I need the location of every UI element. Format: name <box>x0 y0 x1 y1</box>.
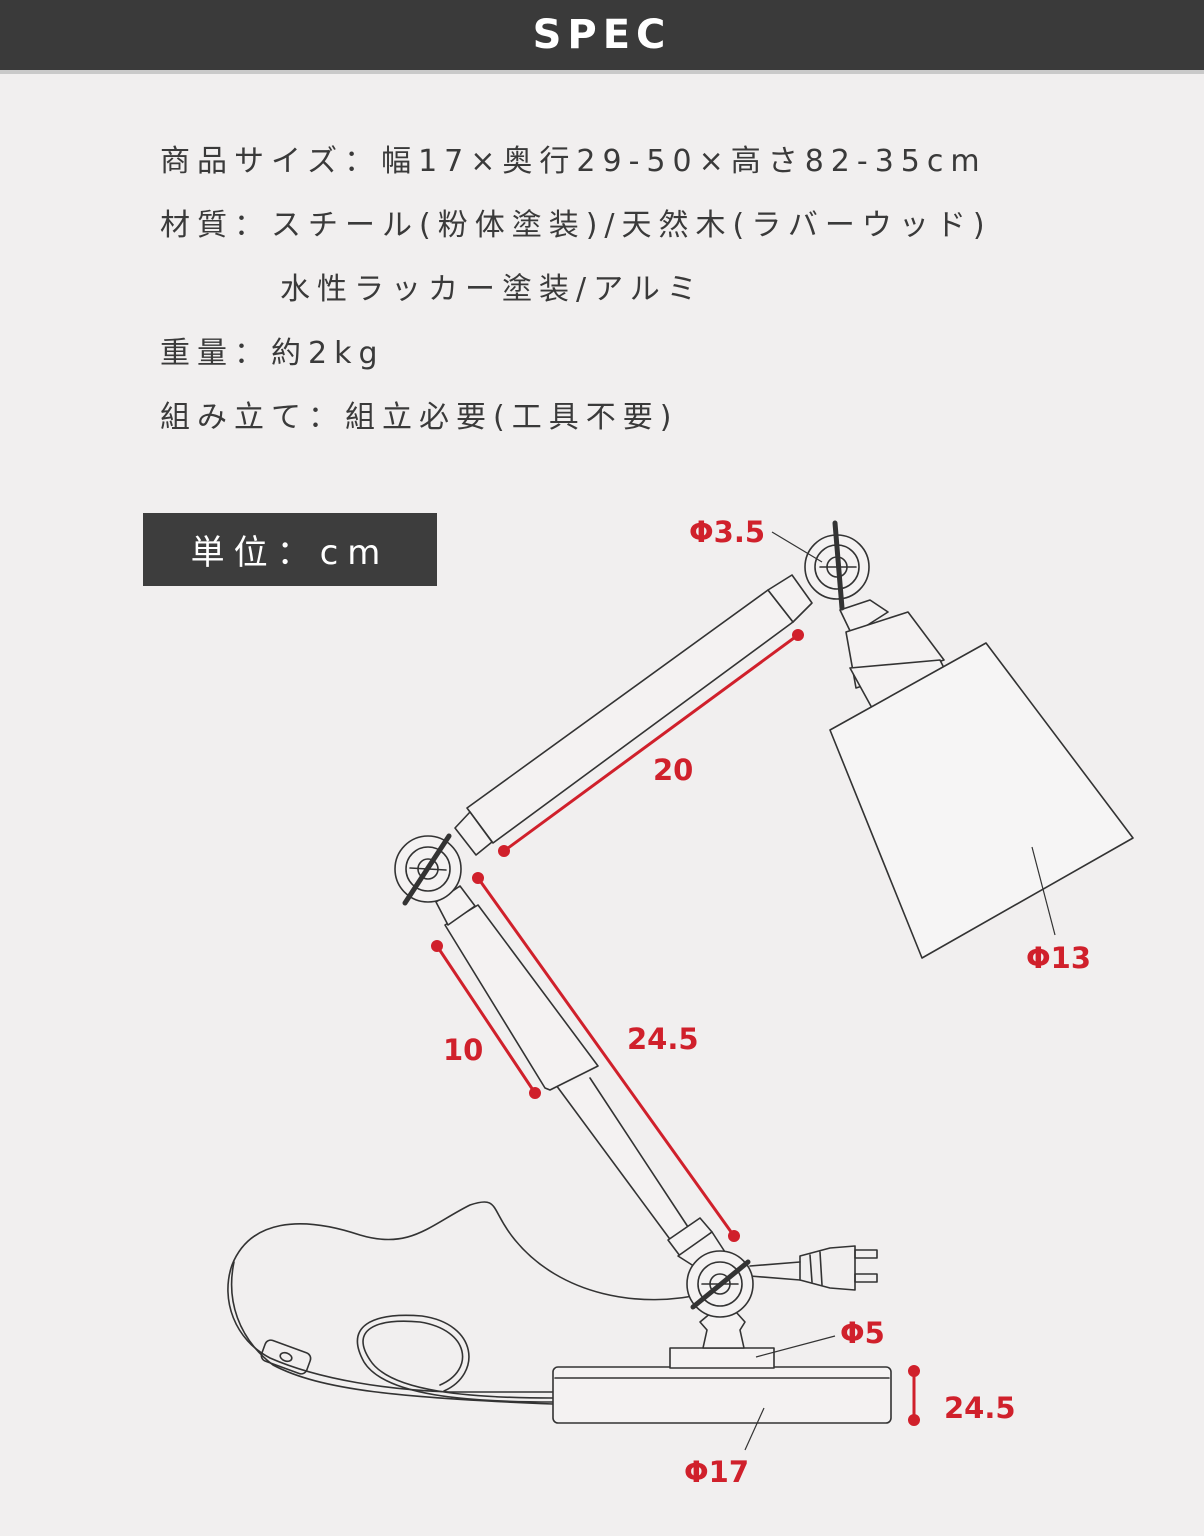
lamp-shade <box>829 642 1134 959</box>
lamp-base <box>552 1366 892 1424</box>
bottom-joint <box>686 1250 754 1318</box>
dimension-upper-arm: 20 <box>653 753 693 787</box>
plug-cord <box>749 1261 801 1281</box>
dimension-lower-arm: 24.5 <box>627 1022 699 1056</box>
dimension-base-height: 24.5 <box>944 1391 1016 1425</box>
spec-assembly: 組み立て：組立必要(工具不要) <box>160 400 679 435</box>
shade-neck <box>839 599 889 636</box>
plug-prong <box>854 1273 878 1283</box>
header-divider <box>0 70 1204 74</box>
power-cord-loop <box>362 1320 554 1399</box>
upper-arm-collar <box>454 811 493 856</box>
cord-switch-button <box>279 1351 293 1363</box>
unit-label: 単位：cm <box>143 513 437 586</box>
lower-arm-rod <box>555 1077 691 1243</box>
plug-body <box>799 1245 856 1291</box>
power-cord <box>227 1201 708 1393</box>
spec-size: 商品サイズ：幅17×奥行29-50×高さ82-35cm <box>160 144 987 179</box>
cord-switch <box>260 1339 312 1375</box>
power-cord-loop <box>356 1314 554 1403</box>
base-stem <box>669 1347 775 1369</box>
dimension-stem-diameter: Φ5 <box>840 1316 885 1350</box>
spec-weight: 重量：約2kg <box>160 336 385 371</box>
top-joint <box>804 520 870 611</box>
upper-arm <box>466 589 794 844</box>
dimension-base-diameter: Φ17 <box>684 1455 749 1489</box>
spec-material-continued: 水性ラッカー塗装/アルミ <box>280 272 704 307</box>
spec-material: 材質：スチール(粉体塗装)/天然木(ラバーウッド) <box>160 208 992 243</box>
dimension-joint-diameter: Φ3.5 <box>689 515 765 549</box>
dimension-lower-sleeve: 10 <box>443 1033 483 1067</box>
page-title: SPEC <box>532 12 672 58</box>
upper-arm-collar <box>767 574 813 623</box>
plug-prong <box>854 1249 878 1259</box>
header-bar: SPEC <box>0 0 1204 70</box>
dimension-shade-diameter: Φ13 <box>1026 941 1091 975</box>
middle-joint <box>394 833 462 906</box>
power-cord <box>230 1261 554 1405</box>
